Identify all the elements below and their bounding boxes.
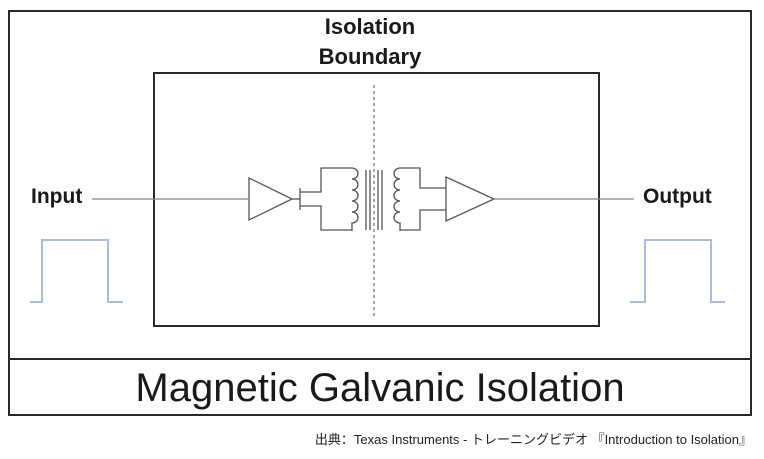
diagram-frame (8, 10, 752, 416)
diagram-title: Magnetic Galvanic Isolation (135, 366, 625, 410)
input-label: Input (31, 185, 83, 208)
primary-coil-icon (351, 167, 359, 231)
source-caption: 出典：Texas Instruments - トレーニングビデオ 『Introd… (314, 432, 752, 447)
secondary-coil-icon (393, 167, 401, 231)
input-pulse-icon (30, 239, 123, 303)
transformer-core-icon (365, 170, 383, 230)
output-pulse-icon (630, 239, 725, 303)
output-label: Output (643, 185, 712, 208)
output-buffer-icon (445, 175, 496, 223)
input-buffer-icon (248, 176, 294, 222)
primary-drive-wires (292, 167, 352, 231)
secondary-receive-wires (400, 167, 446, 231)
title-divider (8, 358, 752, 360)
isolation-boundary-label: Isolation Boundary (270, 12, 470, 72)
isolation-boundary-text: Isolation Boundary (318, 14, 422, 69)
